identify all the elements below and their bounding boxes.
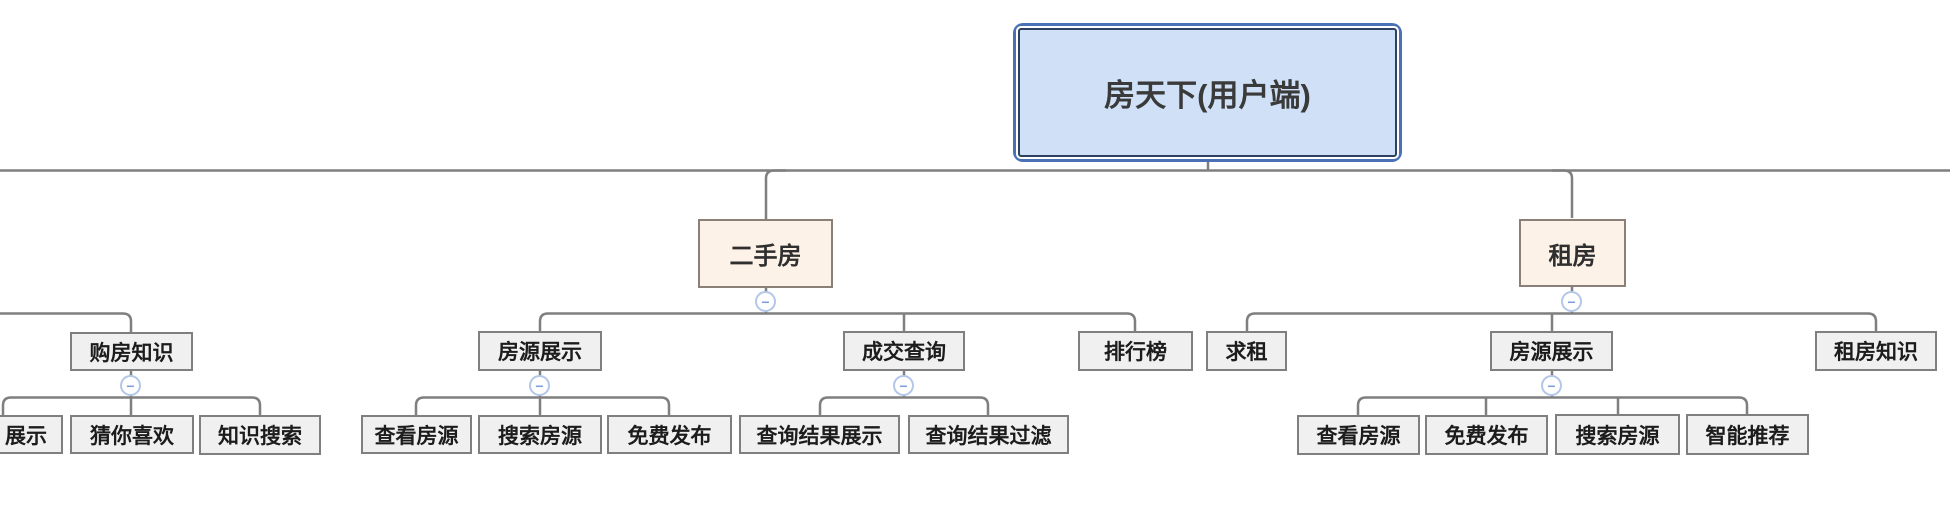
leaf-search-listings-esf[interactable]: 搜索房源 — [478, 415, 602, 454]
node-seek-rent[interactable]: 求租 — [1206, 331, 1287, 371]
collapse-button-secondhand[interactable]: − — [755, 291, 776, 312]
leaf-free-publish-esf[interactable]: 免费发布 — [607, 415, 732, 454]
leaf-knowledge-search[interactable]: 知识搜索 — [199, 415, 321, 455]
leaf-query-result-display[interactable]: 查询结果展示 — [739, 415, 900, 454]
minus-icon: − — [1547, 377, 1556, 394]
node-listing-display-esf[interactable]: 房源展示 — [478, 331, 602, 371]
collapse-button-rent[interactable]: − — [1561, 291, 1582, 312]
connector-bus-secondhand — [538, 312, 1137, 331]
collapse-button-purchase-knowledge[interactable]: − — [120, 375, 141, 396]
connector-bus-deal-query — [818, 396, 990, 415]
root-node-label: 房天下(用户端) — [1016, 26, 1399, 159]
leaf-display-clipped[interactable]: 展示 — [0, 415, 63, 454]
collapse-button-listing-esf[interactable]: − — [529, 375, 550, 396]
branch-rent-house[interactable]: 租房 — [1519, 219, 1626, 287]
leaf-guess-you-like[interactable]: 猜你喜欢 — [70, 415, 194, 454]
leaf-view-listings-esf[interactable]: 查看房源 — [361, 415, 472, 454]
connector-bus-rent — [1245, 312, 1878, 331]
minus-icon: − — [761, 293, 770, 310]
collapse-button-deal-query[interactable]: − — [893, 375, 914, 396]
connector-bus-clipped-branch — [0, 312, 133, 332]
leaf-query-result-filter[interactable]: 查询结果过滤 — [908, 415, 1069, 454]
node-rent-knowledge[interactable]: 租房知识 — [1815, 331, 1937, 371]
minus-icon: − — [899, 377, 908, 394]
root-node[interactable]: 房天下(用户端) — [1013, 23, 1402, 162]
minus-icon: − — [1567, 293, 1576, 310]
node-purchase-knowledge[interactable]: 购房知识 — [70, 332, 193, 371]
minus-icon: − — [535, 377, 544, 394]
leaf-view-listings-rent[interactable]: 查看房源 — [1297, 415, 1420, 455]
collapse-button-listing-rent[interactable]: − — [1541, 375, 1562, 396]
connector-drop-rent — [1552, 169, 1574, 218]
node-listing-display-rent[interactable]: 房源展示 — [1490, 331, 1613, 371]
node-deal-query[interactable]: 成交查询 — [843, 331, 965, 371]
branch-secondhand-house[interactable]: 二手房 — [698, 219, 833, 288]
leaf-free-publish-rent[interactable]: 免费发布 — [1425, 415, 1548, 455]
leaf-search-listings-rent[interactable]: 搜索房源 — [1555, 414, 1680, 455]
leaf-smart-recommend[interactable]: 智能推荐 — [1686, 414, 1809, 455]
node-ranking[interactable]: 排行榜 — [1078, 331, 1193, 371]
minus-icon: − — [126, 377, 135, 394]
connector-drop-secondhand — [764, 169, 786, 219]
connector-bus-listing-rent — [1356, 396, 1749, 415]
connector-bus-listing-esf — [414, 396, 671, 415]
